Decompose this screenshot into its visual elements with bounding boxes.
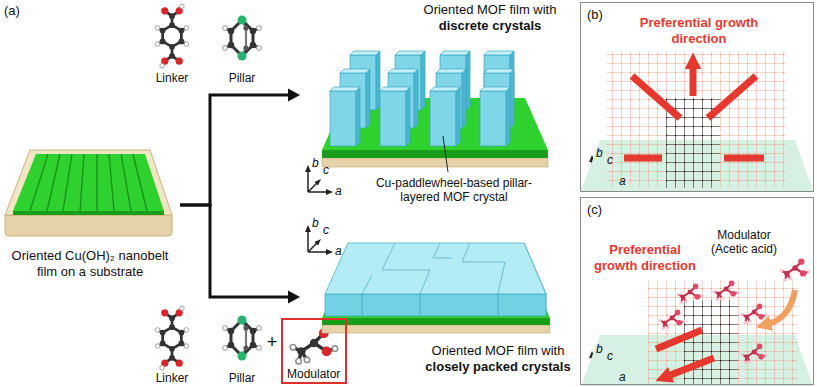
node-text: Oriented MOF film with bbox=[418, 343, 578, 359]
nanobelt-film bbox=[30, 154, 147, 211]
molecule-label: Linker bbox=[152, 71, 192, 85]
packed-crystal-film bbox=[362, 243, 505, 294]
growth-lattice-c bbox=[740, 344, 767, 364]
molecule-label: Pillar bbox=[224, 371, 260, 385]
axis-label: b bbox=[312, 216, 319, 230]
growth-lattice-c bbox=[676, 284, 703, 304]
discrete-crystal-film bbox=[430, 87, 460, 146]
node-text: Preferential growth direction bbox=[589, 242, 701, 273]
node-text: Oriented MOF film with bbox=[410, 2, 570, 18]
nanobelt-film bbox=[13, 211, 164, 215]
discrete-crystal-film bbox=[322, 51, 548, 172]
molecule-icon bbox=[223, 16, 262, 61]
film-node: Oriented Cu(OH)₂ nanobelt film on a subs… bbox=[0, 140, 180, 290]
panel-box: (b) Preferential growth direction bbox=[580, 2, 814, 192]
modulator-box: Modulator bbox=[281, 318, 347, 384]
node-text: closely packed crystals bbox=[418, 359, 578, 375]
packed-crystal-film bbox=[325, 294, 546, 316]
film-node: Oriented MOF film withdiscrete crystals bbox=[300, 0, 570, 166]
nanobelt-film bbox=[13, 154, 164, 211]
growth-lattice-c bbox=[740, 304, 767, 324]
film-node: Oriented MOF film withclosely packed cry… bbox=[300, 205, 578, 385]
packed-crystal-film bbox=[322, 318, 550, 325]
node-text: Oriented Cu(OH)₂ nanobelt film on a subs… bbox=[2, 248, 178, 279]
branch-arrow bbox=[180, 205, 290, 297]
axis-label: b bbox=[596, 342, 603, 356]
molecule-icon bbox=[155, 4, 188, 68]
branch-arrow bbox=[180, 205, 300, 304]
node-text: Preferential growth direction bbox=[639, 15, 759, 46]
branch-arrow bbox=[180, 95, 290, 205]
growth-lattice-b bbox=[581, 52, 813, 191]
axis-label: a bbox=[335, 184, 342, 198]
axis-label: a bbox=[619, 370, 626, 384]
molecule-icon bbox=[290, 328, 338, 364]
packed-crystal-film bbox=[325, 243, 546, 294]
discrete-crystal-film bbox=[480, 87, 510, 146]
molecule-icon bbox=[223, 316, 262, 361]
node-text: Modulator bbox=[287, 367, 340, 381]
axis-label: a bbox=[335, 244, 342, 258]
nanobelt-film bbox=[5, 150, 172, 215]
branch-arrow bbox=[180, 89, 300, 206]
leader-line bbox=[443, 136, 448, 172]
axis-label: c bbox=[323, 223, 329, 237]
node-text: (c) bbox=[587, 202, 617, 218]
panel-letter: (a) bbox=[4, 3, 20, 19]
discrete-crystal-film bbox=[330, 87, 360, 146]
axis-label: b bbox=[596, 146, 603, 160]
panel-box: (c) Preferential growth directionModulato… bbox=[580, 197, 814, 385]
arrow-head bbox=[288, 89, 300, 102]
growth-lattice-c bbox=[656, 330, 714, 376]
callout-label: Cu-paddlewheel-based pillar-layered MOF … bbox=[368, 176, 540, 205]
growth-lattice-c bbox=[768, 290, 795, 324]
growth-lattice-b bbox=[606, 52, 786, 188]
packed-crystal-film bbox=[362, 294, 498, 316]
growth-lattice-c bbox=[684, 300, 738, 384]
molecule-label: Linker bbox=[152, 371, 192, 385]
molecule-label: Pillar bbox=[224, 71, 260, 85]
discrete-crystal-film bbox=[380, 87, 410, 146]
arrow-head bbox=[288, 291, 300, 304]
axis-label: c bbox=[607, 153, 613, 167]
axis-label: c bbox=[607, 349, 613, 363]
node-text: discrete crystals bbox=[410, 18, 570, 34]
axis-symbol bbox=[305, 155, 617, 381]
growth-lattice-c bbox=[658, 310, 685, 330]
packed-crystal-film bbox=[322, 243, 550, 333]
growth-lattice-c bbox=[780, 259, 811, 282]
nanobelt-film bbox=[5, 150, 172, 236]
discrete-crystal-film bbox=[322, 150, 548, 158]
node-text: (b) bbox=[587, 7, 617, 23]
growth-lattice-c bbox=[581, 259, 813, 386]
molecule-icon bbox=[155, 4, 337, 370]
growth-lattice-c bbox=[648, 280, 798, 384]
discrete-crystal-film bbox=[322, 158, 548, 167]
molecule-icon bbox=[155, 306, 188, 370]
growth-lattice-c bbox=[712, 281, 739, 301]
node-text: Modulator (Acetic acid) bbox=[706, 228, 782, 257]
axis-label: a bbox=[619, 174, 626, 188]
axis-label: c bbox=[323, 163, 329, 177]
plus-sign: + bbox=[264, 332, 280, 354]
packed-crystal-film bbox=[322, 325, 550, 333]
axis-label: b bbox=[312, 156, 319, 170]
nanobelt-film bbox=[5, 215, 172, 236]
growth-lattice-b bbox=[624, 66, 764, 158]
